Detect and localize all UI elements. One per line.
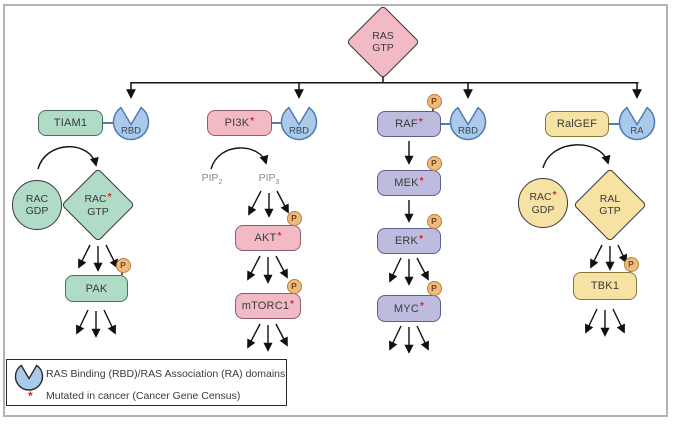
pi3k-node: PI3K* [207, 110, 272, 136]
mutation-asterisk: * [290, 298, 295, 310]
pip3-label: PIP3 [258, 172, 280, 187]
mutation-asterisk: * [418, 116, 423, 128]
phospho-icon: P [426, 213, 442, 229]
mutation-asterisk: * [28, 389, 33, 403]
legend-domains-text: RAS Binding (RBD)/RAS Association (RA) d… [46, 368, 286, 380]
tiam1-node: TIAM1 [38, 110, 103, 136]
ra-domain-icon: RA [617, 102, 657, 142]
mek-node: MEK* [377, 170, 441, 196]
pip2-label: PIP2 [201, 172, 223, 187]
rac-gdp-node: RAC* GDP [518, 178, 568, 228]
phospho-icon: P [286, 278, 302, 294]
phospho-icon: P [426, 280, 442, 296]
mutation-asterisk: * [277, 230, 282, 242]
pak-node: PAK [65, 275, 128, 302]
akt-node: AKT* [235, 225, 301, 251]
erk-node: ERK* [377, 228, 441, 254]
mutation-asterisk: * [419, 301, 425, 312]
rbd-domain-icon: RBD [448, 102, 488, 142]
mtorc1-node: mTORC1* [235, 293, 301, 319]
svg-text:RBD: RBD [458, 126, 478, 137]
myc-node: MYC* [377, 295, 441, 322]
phospho-icon: P [426, 93, 442, 109]
raf-node: RAF* [377, 111, 441, 137]
mutation-asterisk: * [552, 189, 557, 201]
rac-gdp-node: RAC GDP [12, 180, 62, 230]
phospho-icon: P [115, 257, 131, 273]
svg-text:RBD: RBD [289, 126, 309, 137]
rbd-domain-icon: RBD [279, 102, 319, 142]
svg-text:RBD: RBD [121, 126, 141, 137]
ras-gtp-label: RAS GTP [372, 30, 394, 54]
phospho-icon: P [623, 256, 639, 272]
legend-mutated-text: Mutated in cancer (Cancer Gene Census) [46, 390, 241, 402]
mutation-asterisk: * [419, 175, 424, 187]
ralgef-node: RalGEF [545, 111, 609, 137]
mutation-asterisk: * [250, 115, 255, 127]
phospho-icon: P [286, 210, 302, 226]
mutation-asterisk: * [419, 233, 424, 245]
rbd-ra-legend-icon [14, 364, 44, 391]
phospho-icon: P [426, 155, 442, 171]
mutation-asterisk: * [107, 191, 112, 203]
svg-text:RA: RA [630, 126, 644, 137]
legend-box: RAS Binding (RBD)/RAS Association (RA) d… [6, 359, 287, 406]
rbd-domain-icon: RBD [111, 102, 151, 142]
tbk1-node: TBK1 [573, 272, 637, 300]
